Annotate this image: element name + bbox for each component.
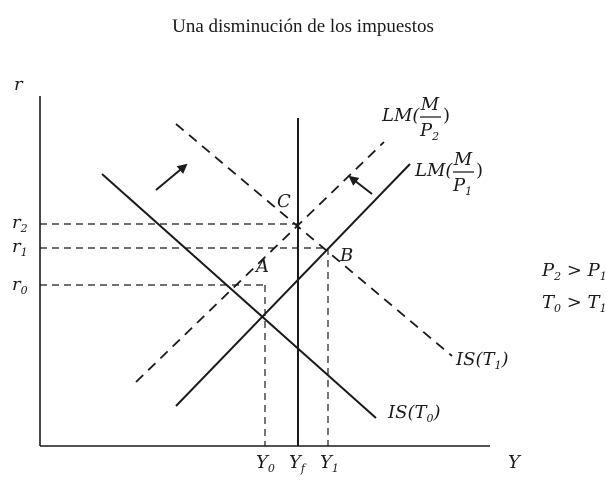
is-t1-curve xyxy=(175,123,453,357)
diagram-title: Una disminución de los impuestos xyxy=(172,16,434,37)
r-axis-label: r xyxy=(14,74,24,95)
r0-tick-label: r0 xyxy=(12,274,28,297)
r1-tick-label: r1 xyxy=(12,236,28,259)
svg-text:M: M xyxy=(453,149,473,170)
point-c-label: C xyxy=(277,191,291,212)
yf-tick-label: Yf xyxy=(289,452,307,475)
y0-tick-label: Y0 xyxy=(256,452,275,475)
is-t0-curve xyxy=(101,173,377,419)
arrow-up-left-icon xyxy=(348,175,373,195)
r2-tick-label: r2 xyxy=(12,212,28,235)
svg-text:LM(: LM( xyxy=(414,160,453,181)
svg-text:P1: P1 xyxy=(452,175,472,198)
condition-prices: P2 > P1 xyxy=(541,260,606,283)
lm-p1-curve xyxy=(175,163,411,407)
lm-p1-label: LM( M P1 ) xyxy=(414,149,483,198)
svg-text:): ) xyxy=(443,105,450,126)
svg-text:M: M xyxy=(420,94,440,115)
point-b-label: B xyxy=(339,245,353,266)
svg-text:P2: P2 xyxy=(419,120,439,143)
lm-p2-curve xyxy=(135,141,385,383)
lm-p2-label: LM( M P2 ) xyxy=(381,94,450,143)
svg-text:LM(: LM( xyxy=(381,105,420,126)
y1-tick-label: Y1 xyxy=(320,452,339,475)
point-a-label: A xyxy=(254,256,269,277)
y-axis-label: Y xyxy=(508,452,522,473)
arrow-up-right-icon xyxy=(155,163,188,191)
condition-taxes: T0 > T1 xyxy=(542,292,606,315)
is-t0-label: IS(T0) xyxy=(387,402,441,425)
is-t1-label: IS(T1) xyxy=(455,349,509,372)
svg-text:): ) xyxy=(476,160,483,181)
